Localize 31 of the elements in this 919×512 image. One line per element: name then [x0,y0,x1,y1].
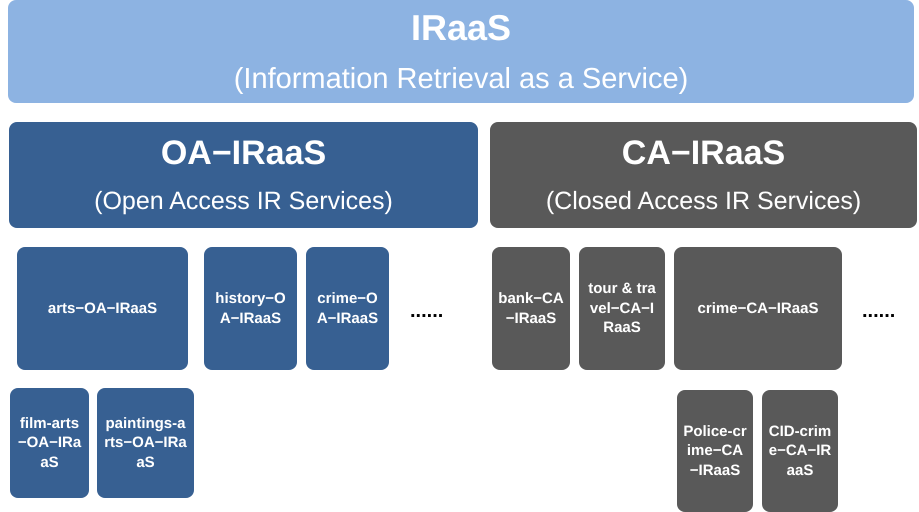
service-box [10,388,89,498]
category-header [9,122,478,228]
ellipsis: ...... [862,300,896,323]
service-label: bank−CA−IRaaS [497,289,565,328]
service-box [677,390,753,512]
service-label: arts−OA−IRaaS [46,298,158,318]
heading: CA−IRaaS [622,134,786,173]
service-label: crime−OA−IRaaS [316,289,380,328]
service-box [17,247,188,370]
service-box [204,247,297,370]
service-box [306,247,389,370]
heading: IRaaS [410,7,512,49]
service-label: tour & travel−CA−IRaaS [587,279,657,338]
service-box [579,247,665,370]
service-label: crime−CA−IRaaS [696,298,820,318]
service-box [674,247,842,370]
subtitle: (Open Access IR Services) [94,187,393,216]
service-label: CID-crime−CA−IRaaS [768,422,832,480]
subtitle: (Closed Access IR Services) [546,187,862,216]
service-label: history−OA−IRaaS [214,289,287,328]
service-label: paintings-arts−OA−IRaaS [103,414,188,472]
service-box [492,247,570,370]
heading: OA−IRaaS [160,134,326,173]
subtitle: (Information Retrieval as a Service) [234,63,688,96]
service-box [97,388,194,498]
service-box [762,390,838,512]
ellipsis: ...... [410,300,444,323]
title-banner [8,0,914,103]
service-label: Police-crime−CA−IRaaS [682,422,748,480]
service-label: film-arts−OA−IRaaS [16,414,82,472]
category-header [490,122,917,228]
